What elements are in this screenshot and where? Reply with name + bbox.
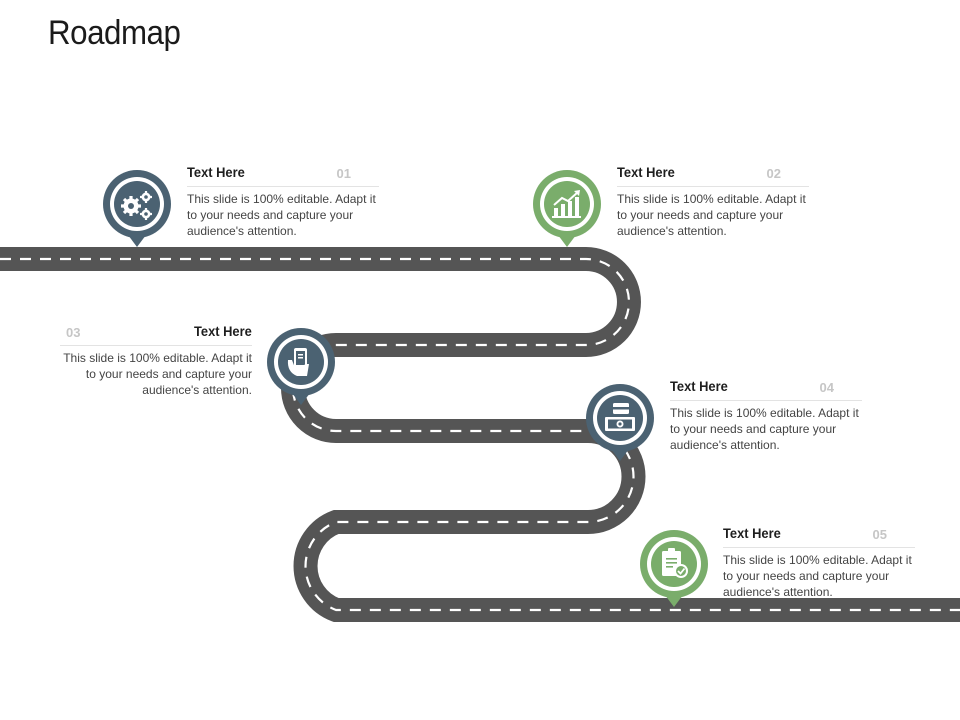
mobile-hand-icon (287, 348, 309, 376)
road-center-dashes (0, 257, 960, 612)
milestone-card-2: Text Here 02 This slide is 100% editable… (617, 164, 809, 239)
milestone-number: 01 (336, 166, 351, 181)
milestone-pin-4 (586, 384, 654, 461)
milestone-title: Text Here (670, 378, 728, 394)
milestone-description: This slide is 100% editable. Adapt it to… (617, 192, 806, 238)
milestone-pin-2 (533, 170, 601, 247)
milestone-title: Text Here (194, 323, 252, 339)
milestone-title: Text Here (187, 164, 245, 180)
milestone-card-1: Text Here 01 This slide is 100% editable… (187, 164, 379, 239)
milestone-card-4: Text Here 04 This slide is 100% editable… (670, 378, 862, 453)
milestone-number: 03 (66, 325, 81, 340)
milestone-description: This slide is 100% editable. Adapt it to… (670, 406, 859, 452)
milestone-pin-5 (640, 530, 708, 607)
clipboard-check-icon (662, 548, 688, 578)
milestone-number: 05 (872, 527, 887, 542)
growth-chart-icon (552, 190, 581, 218)
gears-icon (121, 191, 152, 220)
milestone-number: 04 (819, 380, 834, 395)
milestone-card-3: 03 Text Here This slide is 100% editable… (60, 323, 252, 398)
milestone-pin-3 (267, 328, 335, 405)
milestone-description: This slide is 100% editable. Adapt it to… (187, 192, 376, 238)
milestone-card-5: Text Here 05 This slide is 100% editable… (723, 525, 915, 600)
wallet-cash-icon (605, 403, 635, 431)
milestone-title: Text Here (617, 164, 675, 180)
milestone-title: Text Here (723, 525, 781, 541)
milestone-description: This slide is 100% editable. Adapt it to… (723, 553, 912, 599)
milestone-number: 02 (766, 166, 781, 181)
page-title: Roadmap (48, 14, 181, 52)
milestone-description: This slide is 100% editable. Adapt it to… (63, 351, 252, 397)
milestone-pin-1 (103, 170, 171, 247)
